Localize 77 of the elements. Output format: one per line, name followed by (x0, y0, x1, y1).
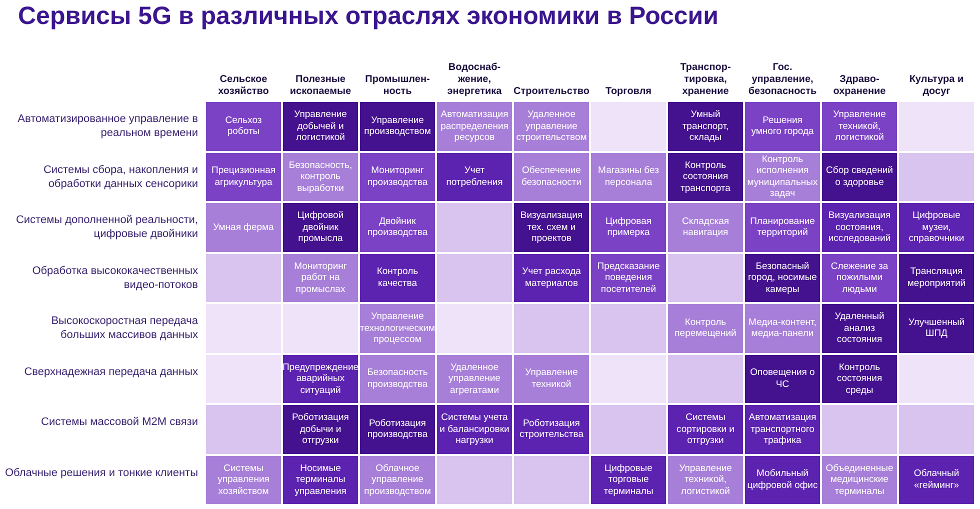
table-cell: Сельхоз роботы (205, 101, 282, 152)
table-cell: Визуализация тех. схем и проектов (513, 202, 590, 252)
table-cell: Решения умного города (744, 101, 821, 152)
table-cell: Обеспечение безопасности (513, 152, 590, 202)
table-cell: Цифровые торговые терминалы (590, 454, 667, 505)
table-cell: Умный транспорт, склады (667, 101, 744, 152)
table-cell: Контроль исполнения муниципальных задач (744, 152, 821, 202)
table-cell: Прецизионная агрикультура (205, 152, 282, 202)
table-cell: Контроль состояния транспорта (667, 152, 744, 202)
row-header: Системы массовой M2M связи (40, 415, 198, 430)
table-cell: Цифровая примерка (590, 202, 667, 252)
table-cell: Удаленный анализ состояния (821, 303, 898, 354)
table-cell: Безопасность производства (359, 354, 436, 404)
column-header: Гос. управление, безопасность (747, 62, 818, 98)
table-cell: Улучшенный ШПД (898, 303, 975, 354)
table-cell: Мобильный цифровой офис (744, 454, 821, 505)
table-cell: Умная ферма (205, 202, 282, 252)
table-cell: Управление техникой, логистикой (667, 454, 744, 505)
table-cell: Роботизация строительства (513, 404, 590, 454)
table-cell: Контроль состояния среды (821, 354, 898, 404)
table-cell: Управление техникой (513, 354, 590, 404)
table-cell: Объединенные медицинские терминалы (821, 454, 898, 505)
column-header: Здраво-охранение (832, 74, 887, 98)
column-header: Культура и досуг (908, 74, 965, 98)
page-title: Сервисы 5G в различных отраслях экономики в России (18, 2, 719, 31)
table-cell: Удаленное управление строительством (513, 101, 590, 152)
column-header: Строительство (513, 86, 590, 98)
table-cell: Системы управления хозяйством (205, 454, 282, 505)
table-cell: Системы сортировки и отгрузки (667, 404, 744, 454)
row-header: Высокоскоростная передача больших массивов данных (50, 314, 198, 342)
row-header: Системы дополненной реальности, цифровые двойники (14, 213, 198, 242)
row-header: Сверхнадежная передача данных (23, 364, 198, 379)
table-cell: Двойник производства (359, 202, 436, 252)
table-cell: Роботизация производства (359, 404, 436, 454)
table-cell: Контроль качества (359, 252, 436, 303)
table-cell: Автоматизация распределения ресурсов (436, 101, 513, 152)
table-cell: Складская навигация (667, 202, 744, 252)
table-cell: Учет расхода материалов (513, 252, 590, 303)
table-cell: Трансляция мероприятий (898, 252, 975, 303)
column-header: Транспор-тировка, хранение (679, 62, 732, 98)
column-header: Водоснаб-жение, энергетика (446, 62, 503, 98)
table-cell: Облачное управление производством (359, 454, 436, 505)
table-cell: Слежение за пожилыми людьми (821, 252, 898, 303)
column-header: Полезные ископаемые (288, 74, 352, 98)
table-cell: Визуализация состояния, исследований (821, 202, 898, 252)
row-header: Обработка высококачественных видео-потоков (31, 264, 198, 292)
table-cell: Магазины без персонала (590, 152, 667, 202)
table-cell: Цифровой двойник промысла (282, 202, 359, 252)
table-cell: Облачный «гейминг» (898, 454, 975, 505)
table-cell: Предсказание поведения посетителей (590, 252, 667, 303)
column-header: Торговля (604, 86, 653, 98)
table-cell: Медиа-контент, медиа-панели (744, 303, 821, 354)
table-cell: Учет потребления (436, 152, 513, 202)
table-cell: Автоматизация транспортного трафика (744, 404, 821, 454)
table-cell: Цифровые музеи, справочники (898, 202, 975, 252)
table-cell: Управление технологическим процессом (359, 303, 436, 354)
table-cell: Мониторинг производства (359, 152, 436, 202)
table-cell: Системы учета и балансировки нагрузки (436, 404, 513, 454)
table-cell: Планирование территорий (744, 202, 821, 252)
table-cell: Роботизация добычи и отгрузки (282, 404, 359, 454)
row-header: Системы сбора, накопления и обработки данных сенсорики (42, 162, 198, 191)
column-header: Промышлен-ность (364, 74, 431, 98)
table-cell: Мониторинг работ на промыслах (282, 252, 359, 303)
table-cell: Управление техникой, логистикой (821, 101, 898, 152)
column-header: Сельское хозяйство (217, 74, 270, 98)
table-cell: Удаленное управление агрегатами (436, 354, 513, 404)
table-cell: Управление производством (359, 101, 436, 152)
row-header: Автоматизированное управление в реальном времени (16, 112, 198, 140)
table-cell: Носимые терминалы управления (282, 454, 359, 505)
table-cell: Управление добычей и логистикой (282, 101, 359, 152)
table-cell: Безопасный город, носимые камеры (744, 252, 821, 303)
table-cell: Безопасность, контроль выработки (282, 152, 359, 202)
table-cell: Контроль перемещений (667, 303, 744, 354)
table-cell: Предупреждение аварийных ситуаций (282, 354, 359, 404)
table-cell: Оповещения о ЧС (744, 354, 821, 404)
row-header: Облачные решения и тонкие клиенты (4, 466, 198, 480)
table-cell: Сбор сведений о здоровье (821, 152, 898, 202)
